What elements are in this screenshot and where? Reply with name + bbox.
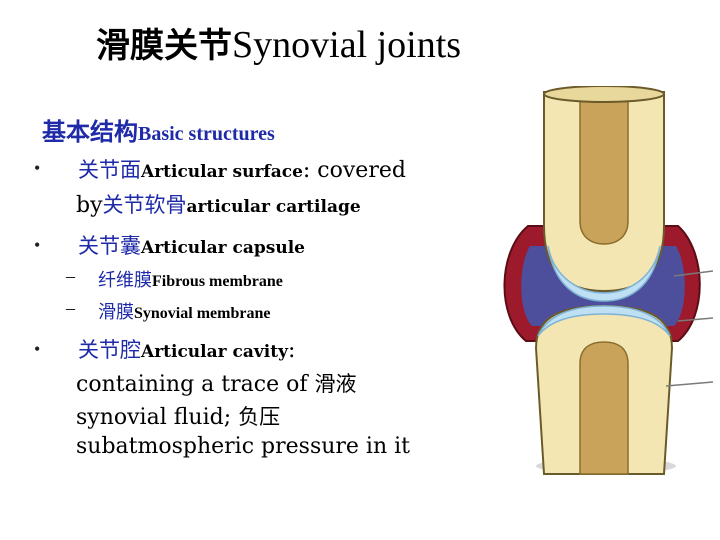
bullet-3-line-3: synovial fluid; 负压 [76, 401, 280, 431]
bullet-3-line4-en: subatmospheric pressure in it [76, 434, 411, 459]
subitem-1-en: Fibrous membrane [152, 273, 283, 290]
synovial-joint-illustration [503, 86, 713, 475]
upper-marrow-shape [579, 91, 629, 245]
dash-marker: – [66, 266, 75, 286]
bullet-3-tail: : [287, 338, 296, 363]
bullet-2-cjk: 关节囊 [78, 234, 141, 258]
bullet-1-cjk: 关节面 [78, 158, 141, 182]
bullet-1-line-2: by关节软骨articular cartilage [76, 189, 361, 219]
pointer-line [677, 317, 713, 322]
bullet-2-line-1: 关节囊Articular capsule [78, 230, 305, 260]
bullet-3-line3-en: synovial fluid; [76, 405, 239, 430]
bullet-1-en: Articular surface [141, 162, 303, 182]
lower-marrow-shape [579, 341, 629, 475]
pointer-line [665, 381, 713, 387]
subitem-1-cjk: 纤维膜 [98, 270, 152, 291]
bullet-3-line-1: 关节腔Articular cavity: [78, 334, 295, 364]
pointer-line [673, 270, 713, 277]
bullet-3-line2-en: containing a trace of [76, 372, 315, 397]
upper-bone-cut-face [543, 86, 665, 103]
title-cjk: 滑膜关节 [96, 26, 232, 66]
bullet-3-line-2: containing a trace of 滑液 [76, 368, 356, 398]
slide-title: 滑膜关节Synovial joints [96, 18, 696, 67]
bullet-3-en: Articular cavity [141, 342, 288, 362]
subitem-2-en: Synovial membrane [134, 305, 271, 322]
bullet-1-line-1: 关节面Articular surface: covered [78, 154, 406, 184]
upper-articular-cartilage [547, 245, 661, 302]
section-heading-cjk: 基本结构 [42, 118, 138, 146]
section-heading: 基本结构Basic structures [42, 112, 275, 147]
bullet-3-line2-cjk: 滑液 [314, 372, 357, 396]
bullet-1-line2-en: articular cartilage [186, 197, 361, 217]
bullet-3-line-4: subatmospheric pressure in it [76, 434, 410, 459]
dash-marker: – [66, 298, 75, 318]
bullet-3-cjk: 关节腔 [78, 338, 141, 362]
bullet-2-en: Articular capsule [141, 238, 305, 258]
section-heading-en: Basic structures [138, 123, 275, 145]
bullet-3-line3-cjk: 负压 [238, 405, 281, 429]
bullet-1-line2-cjk: 关节软骨 [102, 193, 187, 217]
lower-articular-cartilage [537, 305, 671, 337]
title-en: Synovial joints [232, 24, 462, 66]
bullet-1-tail: : covered [302, 158, 406, 183]
bullet-1-line2-prefix: by [76, 193, 103, 218]
subitem-2-cjk: 滑膜 [98, 302, 134, 323]
